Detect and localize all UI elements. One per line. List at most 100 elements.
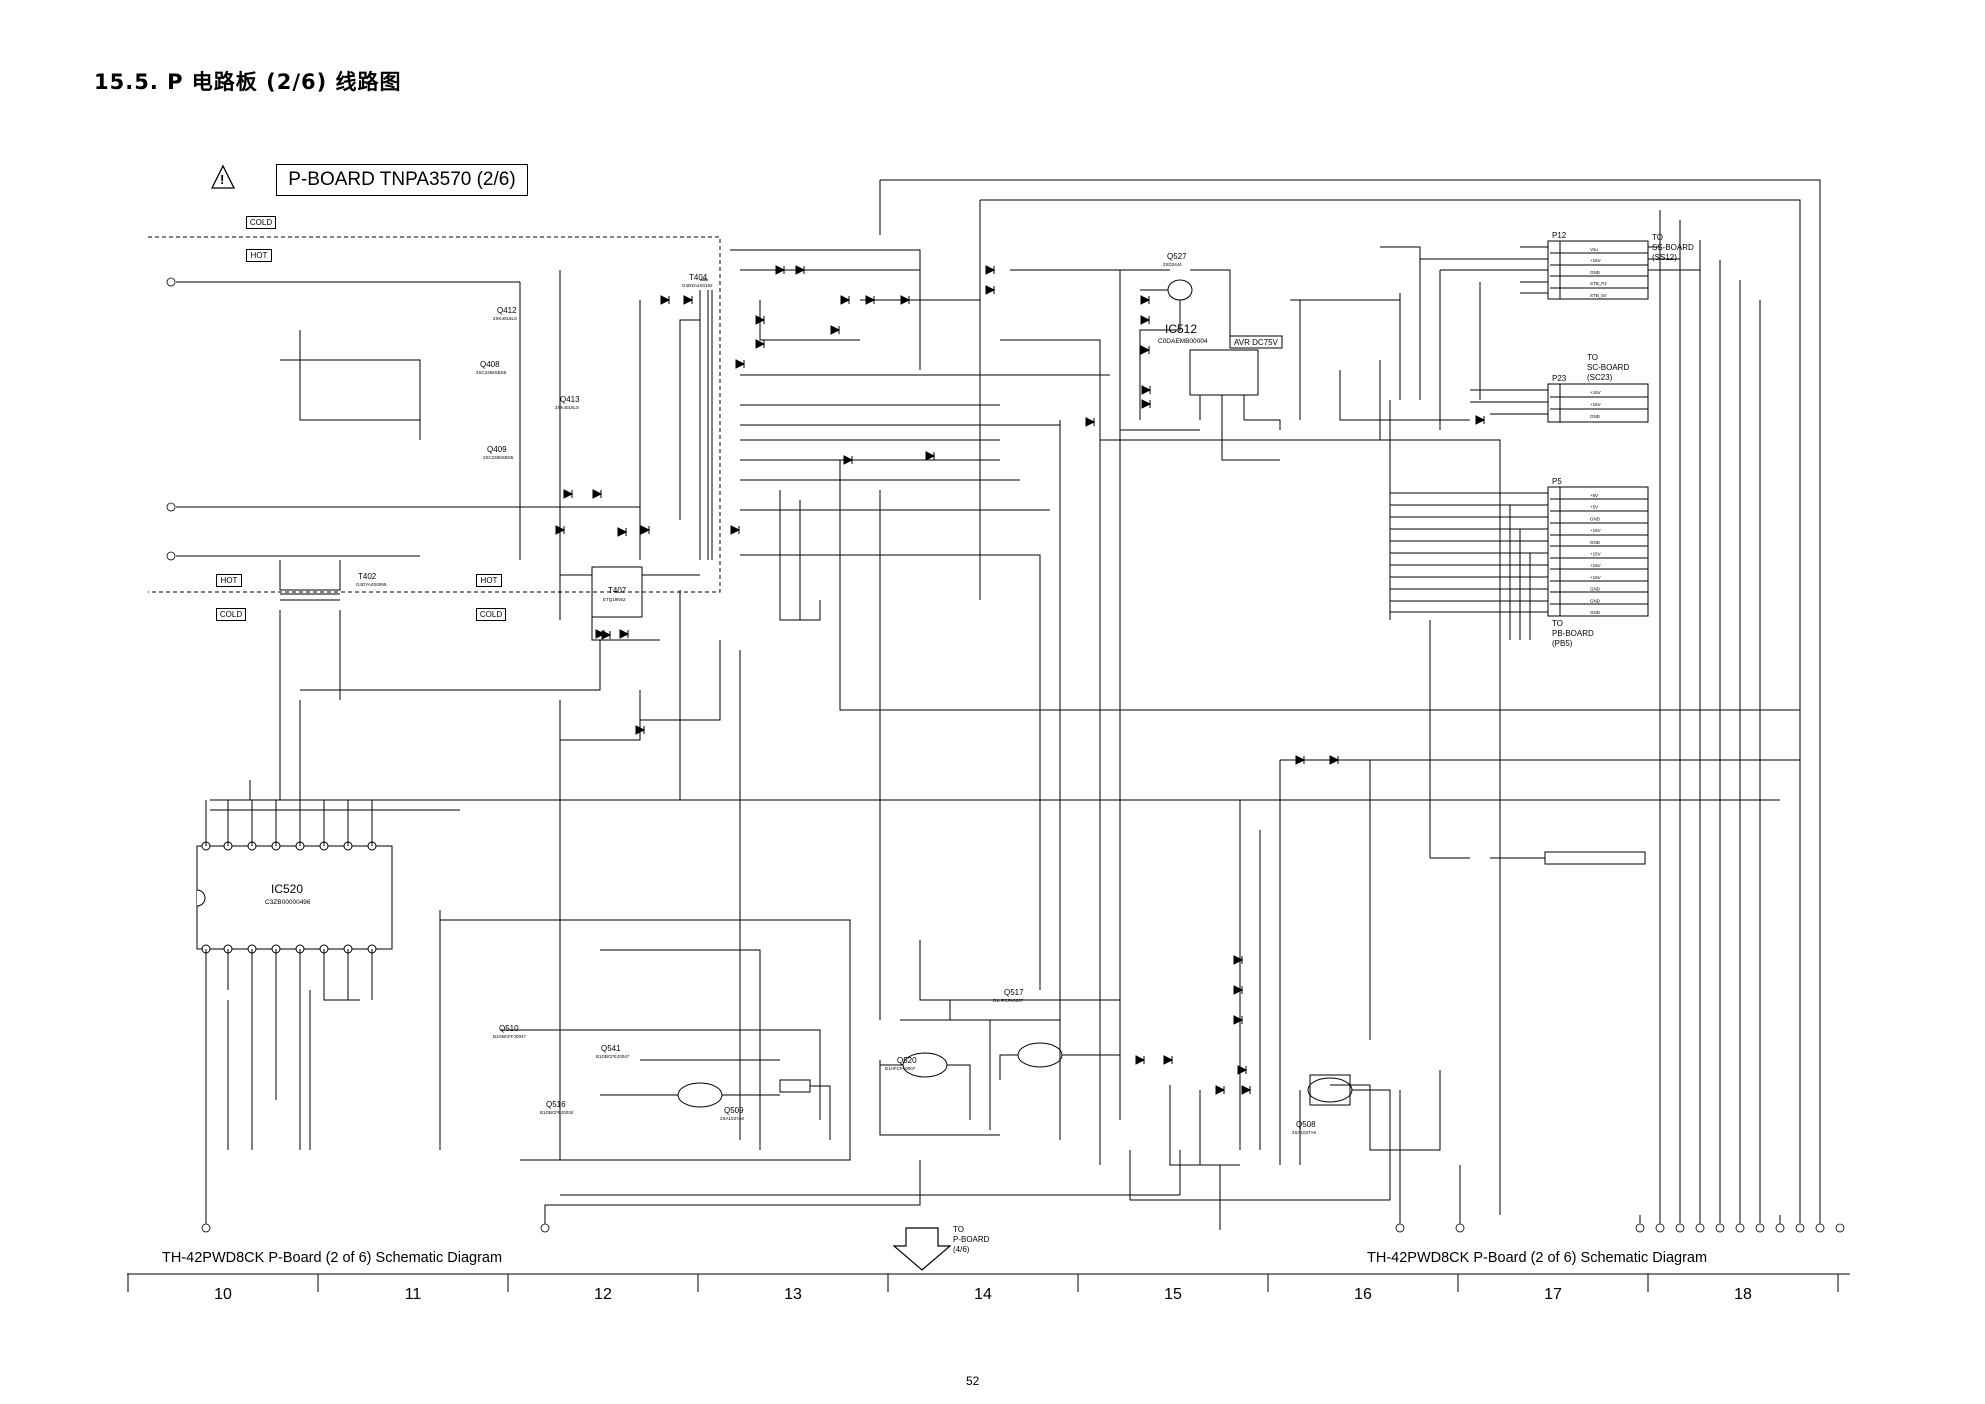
p5-pin-label: GND <box>1590 516 1601 521</box>
ic520-name: IC520 <box>271 882 303 896</box>
cold-tag: COLD <box>246 216 276 229</box>
diode-icon <box>1329 755 1340 765</box>
diode-icon <box>1233 955 1244 965</box>
diode-icon <box>617 527 628 537</box>
diode-icon <box>1163 1055 1174 1065</box>
diode-icon <box>755 315 766 325</box>
diode-icon <box>640 525 651 535</box>
page-number: 52 <box>966 1374 980 1388</box>
diode-icon <box>1135 1055 1146 1065</box>
q520-name: Q520 <box>897 1056 917 1065</box>
column-number: 11 <box>404 1286 422 1303</box>
diode-icon <box>985 285 996 295</box>
p5-pin-label: +15V <box>1590 552 1601 557</box>
t402-name: T402 <box>358 572 377 581</box>
hot-tag: HOT <box>216 574 242 587</box>
bottom-node <box>1675 1223 1685 1233</box>
p12-pin-label: +15V <box>1590 258 1601 263</box>
diode-icon <box>592 489 603 499</box>
to-p-2: P-BOARD <box>953 1235 990 1244</box>
q413-name: Q413 <box>560 395 580 404</box>
diode-icon <box>1141 385 1152 395</box>
column-number: 18 <box>1734 1286 1752 1303</box>
diode-icon <box>755 339 766 349</box>
q541-part: B1GBCFEJ0047 <box>596 1054 630 1059</box>
q409-name: Q409 <box>487 445 507 454</box>
diode-icon <box>900 295 911 305</box>
p5-dest-2: PB-BOARD <box>1552 629 1594 638</box>
p5-name: P5 <box>1552 477 1562 486</box>
diode-icon <box>1140 315 1151 325</box>
diode-icon <box>635 725 646 735</box>
q509-name: Q509 <box>724 1106 744 1115</box>
q520-part: B1HFCFA0007 <box>885 1066 916 1071</box>
hot-tag: HOT <box>476 574 502 587</box>
p12-pin-label: GND <box>1590 270 1601 275</box>
p12-pin-label: STB_5V <box>1590 293 1607 298</box>
p23-pin-label: +15V <box>1590 402 1601 407</box>
p23-dest-1: TO <box>1587 353 1598 362</box>
column-number: 15 <box>1164 1286 1182 1303</box>
diode-icon <box>1085 417 1096 427</box>
bottom-node <box>1815 1223 1825 1233</box>
p5-pin-label: +15V <box>1590 528 1601 533</box>
diode-icon <box>1233 985 1244 995</box>
p23-dest-2: SC-BOARD <box>1587 363 1629 372</box>
diode-icon <box>830 325 841 335</box>
column-number: 10 <box>214 1286 232 1303</box>
t407-part: ETQ19N62 <box>603 597 626 602</box>
diode-icon <box>843 455 854 465</box>
diode-icon <box>1215 1085 1226 1095</box>
bottom-node <box>1635 1223 1645 1233</box>
diode-icon <box>1295 755 1306 765</box>
column-number: 17 <box>1544 1286 1562 1303</box>
p5-pin-label: GND <box>1590 587 1601 592</box>
q510-name: Q510 <box>499 1024 519 1033</box>
diode-icon <box>865 295 876 305</box>
t404-part: G4DZA4S0192 <box>682 283 713 288</box>
caption-left: TH-42PWD8CK P-Board (2 of 6) Schematic D… <box>162 1250 503 1266</box>
p12-dest-1: TO <box>1652 233 1663 242</box>
p5-pin-label: GND <box>1590 610 1601 615</box>
diode-icon <box>1237 1065 1248 1075</box>
column-number: 13 <box>784 1286 802 1303</box>
q509-part: 2SA1037AK <box>720 1116 745 1121</box>
q508-part: 2SA1037AK <box>1292 1130 1317 1135</box>
p5-dest-1: TO <box>1552 619 1563 628</box>
ic520-part: C3ZB00000496 <box>265 899 311 906</box>
q516-name: Q516 <box>546 1100 566 1109</box>
board-title: P-BOARD TNPA3570 (2/6) <box>276 164 528 196</box>
p5-pin-label: +15V <box>1590 575 1601 580</box>
diode-icon <box>1141 399 1152 409</box>
ic512-tag: AVR DC75V <box>1234 338 1279 347</box>
diode-icon <box>1140 295 1151 305</box>
page-heading: 15.5. P 电路板 (2/6) 线路图 <box>94 70 402 94</box>
caption-right: TH-42PWD8CK P-Board (2 of 6) Schematic D… <box>1367 1250 1708 1266</box>
bottom-node <box>1695 1223 1705 1233</box>
p23-dest-3: (SC23) <box>1587 373 1613 382</box>
q541-name: Q541 <box>601 1044 621 1053</box>
diode-icon <box>730 525 741 535</box>
p12-name: P12 <box>1552 231 1567 240</box>
q408-name: Q408 <box>480 360 500 369</box>
diode-icon <box>840 295 851 305</box>
diode-icon <box>619 629 630 639</box>
diode-icon <box>563 489 574 499</box>
column-number: 14 <box>974 1286 992 1303</box>
q412-part: 2SK4016LS <box>493 316 517 321</box>
q409-part: 2SC2466SBS5 <box>483 455 514 460</box>
diode-icon <box>795 265 806 275</box>
diode-icon <box>601 630 612 640</box>
q413-part: 2SK4016LS <box>555 405 579 410</box>
left-node <box>166 502 176 512</box>
ic512-name: IC512 <box>1165 322 1197 336</box>
p23-name: P23 <box>1552 374 1567 383</box>
p5-pin-label: +5V <box>1590 505 1598 510</box>
t407-name: T407 <box>608 586 627 595</box>
p12-dest-2: SS-BOARD <box>1652 243 1694 252</box>
warning-symbol: ! <box>220 172 225 187</box>
t404-name: T404 <box>689 273 708 282</box>
bottom-node <box>1795 1223 1805 1233</box>
hot-tag: HOT <box>246 249 272 262</box>
